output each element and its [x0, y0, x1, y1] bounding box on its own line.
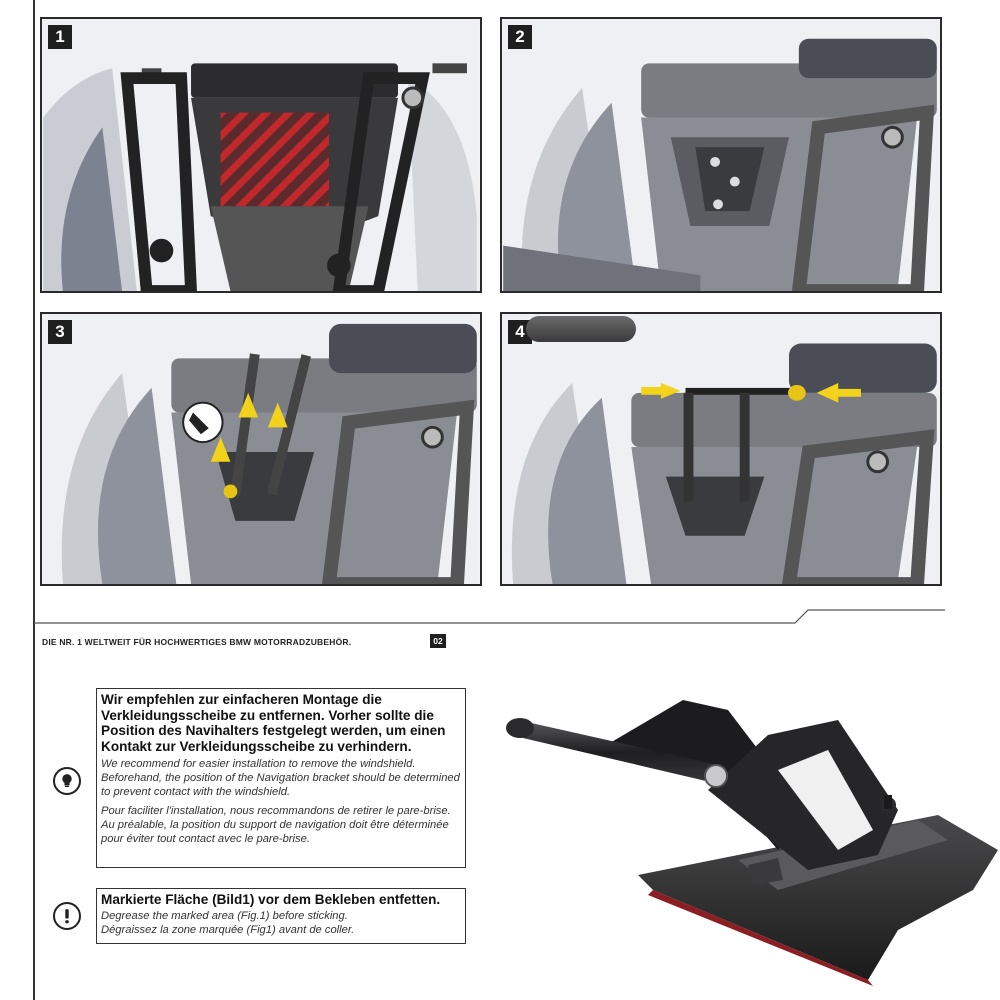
step-1-illustration [43, 19, 479, 291]
note-text-french: Dégraissez la zone marquée (Fig1) avant … [101, 923, 355, 936]
step-4-illustration [503, 314, 939, 584]
note-text-english: We recommend for easier installation to … [101, 758, 460, 799]
step-2-illustration [503, 19, 939, 291]
step-number-badge: 1 [48, 25, 72, 49]
step-number-badge: 3 [48, 320, 72, 344]
navigation-bracket-product-image [506, 700, 998, 986]
note-text-german: Markierte Fläche (Bild1) vor dem Beklebe… [101, 892, 441, 907]
step-3-panel: 3 [40, 312, 482, 586]
exclamation-icon [53, 902, 81, 930]
left-margin-line [33, 0, 35, 1000]
step-3-illustration [43, 314, 479, 584]
note-text-german: Wir empfehlen zur einfacheren Montage di… [101, 692, 446, 754]
degrease-warning-note: Markierte Fläche (Bild1) vor dem Beklebe… [96, 888, 466, 944]
step-label-pill [526, 316, 636, 342]
step-1-panel: 1 [40, 17, 482, 293]
marked-degrease-area [220, 112, 329, 207]
note-text-french: Pour faciliter l'installation, nous reco… [101, 805, 451, 846]
step-4-panel: 4 [500, 312, 942, 586]
footer-tagline: DIE NR. 1 WELTWEIT FÜR HOCHWERTIGES BMW … [42, 637, 352, 647]
step-number-badge: 2 [508, 25, 532, 49]
note-text-english: Degrease the marked area (Fig.1) before … [101, 909, 348, 922]
page-number: 02 [430, 634, 446, 648]
step-2-panel: 2 [500, 17, 942, 293]
lightbulb-icon [53, 767, 81, 795]
installation-recommendation-note: Wir empfehlen zur einfacheren Montage di… [96, 688, 466, 868]
